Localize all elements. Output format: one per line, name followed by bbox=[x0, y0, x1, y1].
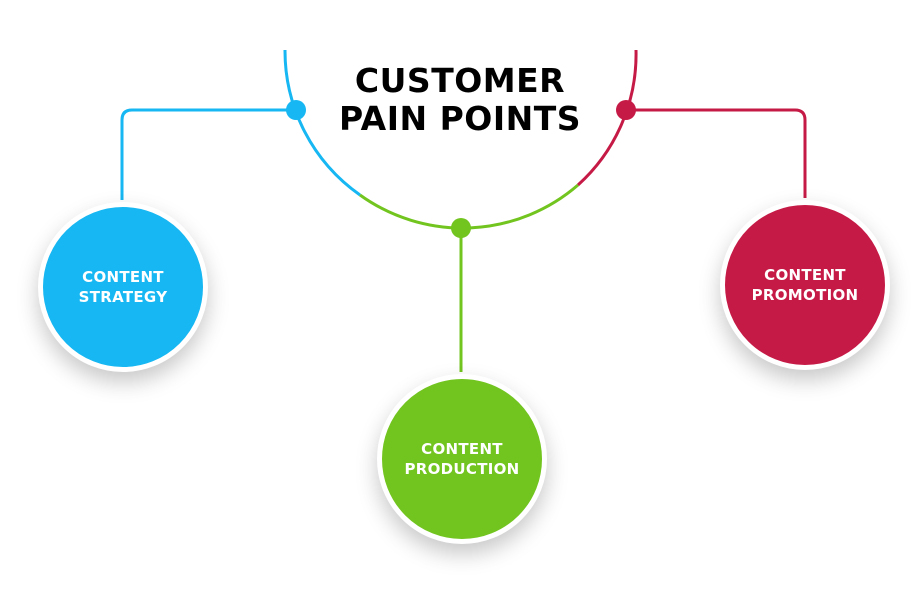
diagram-title: CUSTOMER PAIN POINTS bbox=[310, 62, 610, 138]
node-content-promotion: CONTENT PROMOTION bbox=[720, 200, 890, 370]
title-line-2: PAIN POINTS bbox=[339, 99, 581, 138]
node-label-line-2: PRODUCTION bbox=[404, 460, 520, 478]
connector-dot-production bbox=[451, 218, 471, 238]
node-label-line-2: PROMOTION bbox=[751, 286, 859, 304]
node-label-line-1: CONTENT bbox=[82, 268, 164, 286]
connector-promotion bbox=[626, 108, 807, 198]
connector-dot-strategy bbox=[286, 100, 306, 120]
connector-dot-promotion bbox=[616, 100, 636, 120]
node-content-production: CONTENT PRODUCTION bbox=[377, 374, 547, 544]
title-line-1: CUSTOMER bbox=[354, 61, 566, 100]
arc-right-segment bbox=[576, 49, 638, 187]
node-label-line-1: CONTENT bbox=[764, 266, 846, 284]
node-content-strategy: CONTENT STRATEGY bbox=[38, 202, 208, 372]
node-label-line-2: STRATEGY bbox=[78, 288, 168, 306]
arc-left-segment bbox=[283, 49, 361, 197]
node-label-line-1: CONTENT bbox=[421, 440, 503, 458]
arc-bottom-segment bbox=[359, 183, 579, 230]
connector-strategy bbox=[120, 108, 296, 200]
